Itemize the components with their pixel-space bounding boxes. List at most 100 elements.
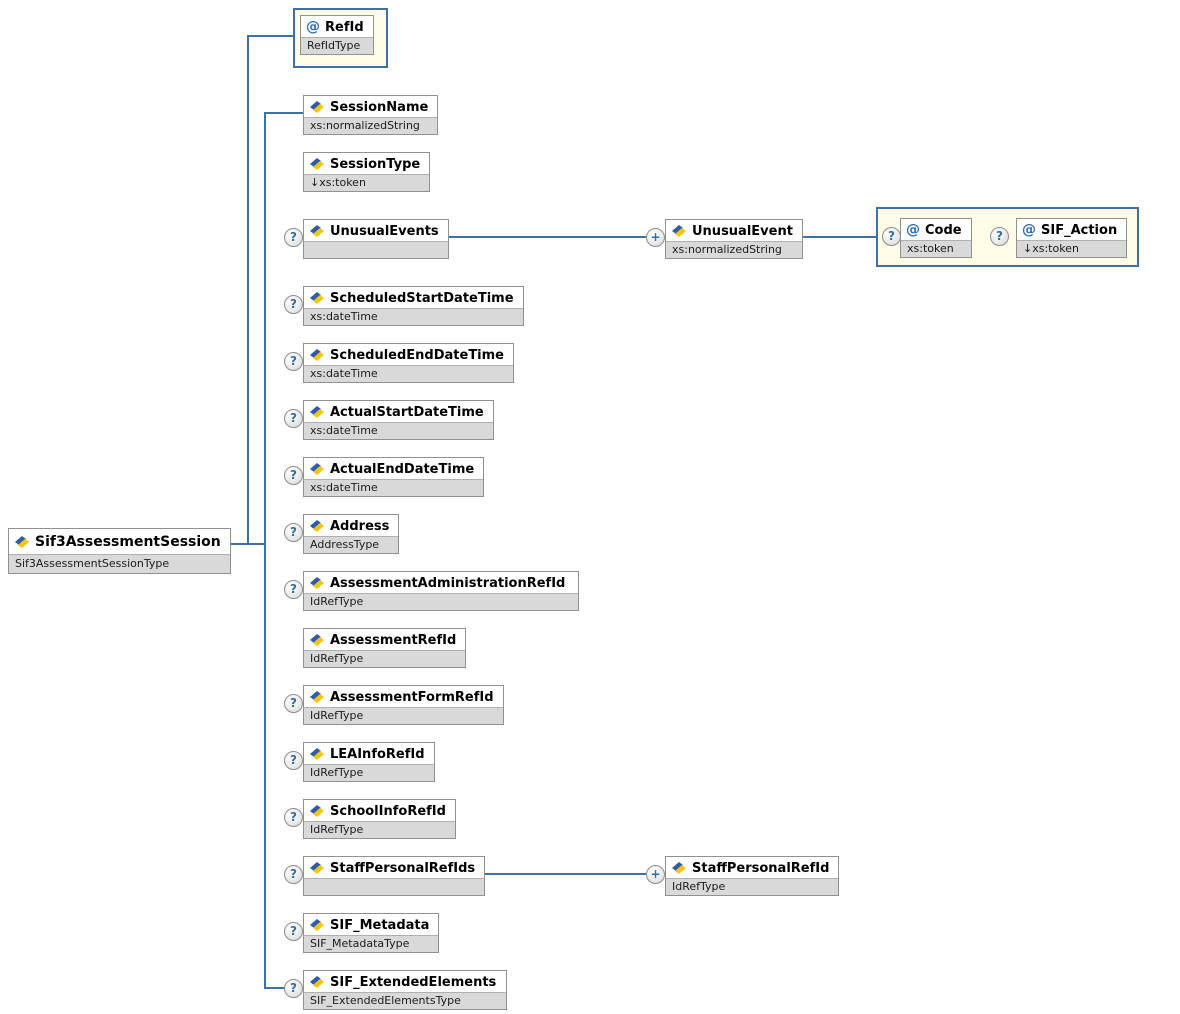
- repeat-marker: +: [646, 228, 665, 247]
- element-name: ScheduledStartDateTime: [330, 290, 514, 306]
- element-name: AssessmentFormRefId: [330, 689, 494, 705]
- element-name: ScheduledEndDateTime: [330, 347, 505, 363]
- element-name: SIF_ExtendedElements: [330, 974, 497, 990]
- node-unusualevent[interactable]: UnusualEvent xs:normalizedString: [665, 219, 803, 259]
- element-type: AddressType: [304, 536, 399, 553]
- node-sif-metadata[interactable]: SIF_Metadata SIF_MetadataType: [303, 913, 440, 953]
- node-title: Sif3AssessmentSession: [9, 529, 230, 554]
- optional-marker: ?: [284, 979, 303, 998]
- element-type: IdRefType: [304, 764, 434, 781]
- node-leainforefid[interactable]: LEAInfoRefId IdRefType: [303, 742, 435, 782]
- element-type: xs:dateTime: [304, 479, 484, 496]
- optional-marker: ?: [284, 352, 303, 371]
- node-assessmentformrefid[interactable]: AssessmentFormRefId IdRefType: [303, 685, 504, 725]
- optional-marker: ?: [990, 227, 1009, 246]
- element-icon: [310, 349, 324, 361]
- element-icon: [310, 577, 324, 589]
- node-sessiontype[interactable]: SessionType ↓xs:token: [303, 152, 431, 192]
- element-icon: [310, 463, 324, 475]
- element-icon: [310, 634, 324, 646]
- element-name: SchoolInfoRefId: [330, 803, 446, 819]
- element-name: ActualEndDateTime: [330, 461, 475, 477]
- element-name: StaffPersonalRefIds: [330, 860, 476, 876]
- node-assessmentrefid[interactable]: AssessmentRefId IdRefType: [303, 628, 467, 668]
- connector-refid-horizontal: [247, 35, 293, 37]
- element-type: xs:dateTime: [304, 422, 493, 439]
- node-scheduledenddatetime[interactable]: ScheduledEndDateTime xs:dateTime: [303, 343, 515, 383]
- element-name: UnusualEvents: [330, 223, 439, 239]
- node-scheduledstartdatetime[interactable]: ScheduledStartDateTime xs:dateTime: [303, 286, 524, 326]
- element-name: SIF_Metadata: [330, 917, 430, 933]
- attribute-marker: @: [1022, 222, 1036, 238]
- repeat-marker: +: [646, 865, 665, 884]
- node-sif3assessmentsession[interactable]: Sif3AssessmentSession Sif3AssessmentSess…: [8, 528, 231, 574]
- attribute-name: RefId: [325, 19, 364, 35]
- node-staffpersonalrefids[interactable]: StaffPersonalRefIds: [303, 856, 486, 896]
- element-icon: [310, 225, 324, 237]
- node-schoolinforefid[interactable]: SchoolInfoRefId IdRefType: [303, 799, 456, 839]
- element-type: SIF_MetadataType: [304, 935, 439, 952]
- element-type: xs:normalizedString: [304, 117, 438, 134]
- node-actualstartdatetime[interactable]: ActualStartDateTime xs:dateTime: [303, 400, 494, 440]
- optional-marker: ?: [284, 922, 303, 941]
- element-icon: [310, 976, 324, 988]
- attribute-name: SIF_Action: [1041, 222, 1118, 238]
- element-name: AssessmentRefId: [330, 632, 457, 648]
- element-type: xs:dateTime: [304, 308, 523, 325]
- element-type: SIF_ExtendedElementsType: [304, 992, 506, 1009]
- element-type: ↓xs:token: [304, 174, 430, 191]
- attribute-name: Code: [925, 222, 962, 238]
- optional-marker: ?: [284, 466, 303, 485]
- node-code-attribute[interactable]: @Code xs:token: [900, 218, 972, 258]
- node-sessionname[interactable]: SessionName xs:normalizedString: [303, 95, 439, 135]
- optional-marker: ?: [284, 580, 303, 599]
- element-name: LEAInfoRefId: [330, 746, 425, 762]
- element-icon: [310, 748, 324, 760]
- element-type: IdRefType: [666, 878, 839, 895]
- element-type: [304, 241, 448, 258]
- node-sif-action-attribute[interactable]: @ SIF_Action ↓xs:token: [1016, 218, 1128, 258]
- element-icon: [15, 536, 29, 548]
- optional-marker: ?: [284, 865, 303, 884]
- element-type: IdRefType: [304, 821, 455, 838]
- optional-marker: ?: [284, 228, 303, 247]
- connector-children-trunk: [264, 112, 266, 989]
- connector-unusualevent-attrs: [790, 236, 877, 238]
- node-title: @ RefId: [301, 16, 373, 37]
- element-icon: [310, 691, 324, 703]
- element-type: IdRefType: [304, 707, 503, 724]
- optional-marker: ?: [284, 694, 303, 713]
- node-address[interactable]: Address AddressType: [303, 514, 400, 554]
- attribute-type: ↓xs:token: [1017, 240, 1127, 257]
- element-icon: [310, 520, 324, 532]
- element-name: StaffPersonalRefId: [692, 860, 830, 876]
- connector-sessionname-elbow: [264, 112, 304, 114]
- element-icon: [310, 406, 324, 418]
- connector-extendedelements-elbow: [264, 987, 286, 989]
- node-sif-extendedelements[interactable]: SIF_ExtendedElements SIF_ExtendedElement…: [303, 970, 507, 1010]
- node-staffpersonalrefid[interactable]: StaffPersonalRefId IdRefType: [665, 856, 840, 896]
- optional-marker: ?: [284, 523, 303, 542]
- element-icon: [310, 101, 324, 113]
- element-name: Sif3AssessmentSession: [35, 534, 221, 550]
- attribute-type: RefIdType: [301, 37, 373, 54]
- element-type: [304, 878, 485, 895]
- element-icon: [672, 862, 686, 874]
- connector-refid-vertical: [247, 35, 249, 545]
- optional-marker: ?: [882, 227, 901, 246]
- connector-staffpersonalrefids-branch: [470, 873, 648, 875]
- element-type: Sif3AssessmentSessionType: [9, 554, 230, 573]
- element-type: IdRefType: [304, 650, 466, 667]
- node-actualenddatetime[interactable]: ActualEndDateTime xs:dateTime: [303, 457, 485, 497]
- element-name: AssessmentAdministrationRefId: [330, 575, 566, 591]
- optional-marker: ?: [284, 295, 303, 314]
- element-name: ActualStartDateTime: [330, 404, 484, 420]
- node-unusualevents[interactable]: UnusualEvents: [303, 219, 449, 259]
- optional-marker: ?: [284, 808, 303, 827]
- element-icon: [310, 158, 324, 170]
- element-type: IdRefType: [304, 593, 578, 610]
- node-refid-attribute[interactable]: @ RefId RefIdType: [300, 15, 374, 55]
- node-assessmentadministrationrefid[interactable]: AssessmentAdministrationRefId IdRefType: [303, 571, 579, 611]
- connector-root-horizontal: [227, 543, 266, 545]
